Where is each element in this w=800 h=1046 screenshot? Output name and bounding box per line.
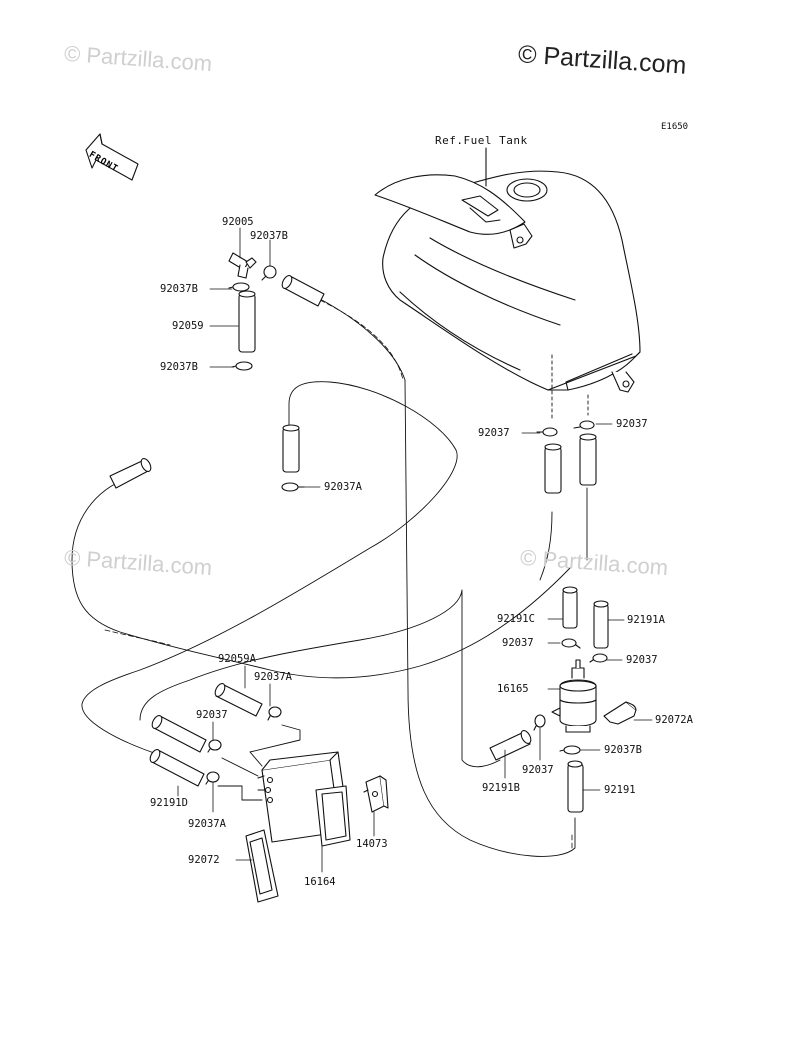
part-label[interactable]: 92191C bbox=[497, 613, 535, 625]
part-label[interactable]: 92037A bbox=[188, 818, 226, 830]
part-label[interactable]: 92037A bbox=[324, 481, 362, 493]
hose-92191C bbox=[563, 587, 577, 628]
part-label[interactable]: 92037B bbox=[250, 230, 288, 242]
part-label[interactable]: 92072 bbox=[188, 854, 220, 866]
hose-92037A-short bbox=[283, 425, 299, 472]
part-label[interactable]: 92037 bbox=[626, 654, 658, 666]
clamp-icon bbox=[232, 362, 252, 370]
hose-92059A bbox=[213, 682, 262, 716]
part-label[interactable]: 92191 bbox=[604, 784, 636, 796]
bracket-14073 bbox=[364, 776, 388, 812]
hose-left-short bbox=[110, 457, 153, 488]
clamp-icon bbox=[537, 428, 557, 436]
part-label[interactable]: 92191B bbox=[482, 782, 520, 794]
hose-tank-right bbox=[580, 434, 596, 485]
part-label[interactable]: 92037 bbox=[478, 427, 510, 439]
clamp-icon bbox=[229, 283, 249, 291]
part-label[interactable]: 92037B bbox=[604, 744, 642, 756]
clamp-icon bbox=[262, 266, 276, 280]
part-label[interactable]: 92191A bbox=[627, 614, 665, 626]
part-label[interactable]: 92059 bbox=[172, 320, 204, 332]
clamps bbox=[206, 266, 607, 784]
clamp-icon bbox=[562, 639, 580, 648]
part-label[interactable]: 92037 bbox=[196, 709, 228, 721]
part-label[interactable]: 14073 bbox=[356, 838, 388, 850]
part-label[interactable]: 92037B bbox=[160, 283, 198, 295]
part-label[interactable]: 92037B bbox=[160, 361, 198, 373]
part-label[interactable]: 92037 bbox=[522, 764, 554, 776]
part-label[interactable]: 92059A bbox=[218, 653, 256, 665]
hose-92059 bbox=[239, 291, 255, 352]
fitting-92005 bbox=[229, 253, 256, 278]
clamp-icon bbox=[560, 746, 580, 754]
ref-fuel-tank-label: Ref.Fuel Tank bbox=[435, 134, 528, 147]
strap-92072 bbox=[246, 830, 278, 902]
clamp-icon bbox=[534, 715, 545, 730]
front-arrow-icon bbox=[86, 134, 138, 180]
part-label[interactable]: 92005 bbox=[222, 216, 254, 228]
hose-92191A bbox=[594, 601, 608, 648]
clamp-icon bbox=[208, 740, 221, 752]
part-label[interactable]: 92037A bbox=[254, 671, 292, 683]
hose-upper-diagonal bbox=[280, 274, 324, 306]
part-label[interactable]: 16164 bbox=[304, 876, 336, 888]
hose-92191 bbox=[568, 761, 583, 812]
hose-92191B bbox=[490, 729, 533, 760]
hose-tank-left bbox=[545, 444, 561, 493]
hose-canister-mid bbox=[150, 714, 206, 752]
hose-92191D bbox=[148, 748, 204, 786]
clamp-icon bbox=[590, 654, 607, 662]
part-label[interactable]: 92037 bbox=[616, 418, 648, 430]
part-label[interactable]: 16165 bbox=[497, 683, 529, 695]
canister-16164 bbox=[258, 752, 350, 846]
fuel-tank bbox=[375, 148, 640, 392]
diagram-code: E1650 bbox=[661, 122, 689, 132]
clamp-icon bbox=[206, 772, 219, 784]
clamp-icon bbox=[268, 707, 281, 720]
fuel-filter-16165 bbox=[552, 660, 596, 732]
clamp-icon bbox=[574, 421, 594, 429]
clip-92072A bbox=[604, 702, 636, 724]
part-label[interactable]: 92191D bbox=[150, 797, 188, 809]
part-label[interactable]: 92037 bbox=[502, 637, 534, 649]
part-label[interactable]: 92072A bbox=[655, 714, 693, 726]
